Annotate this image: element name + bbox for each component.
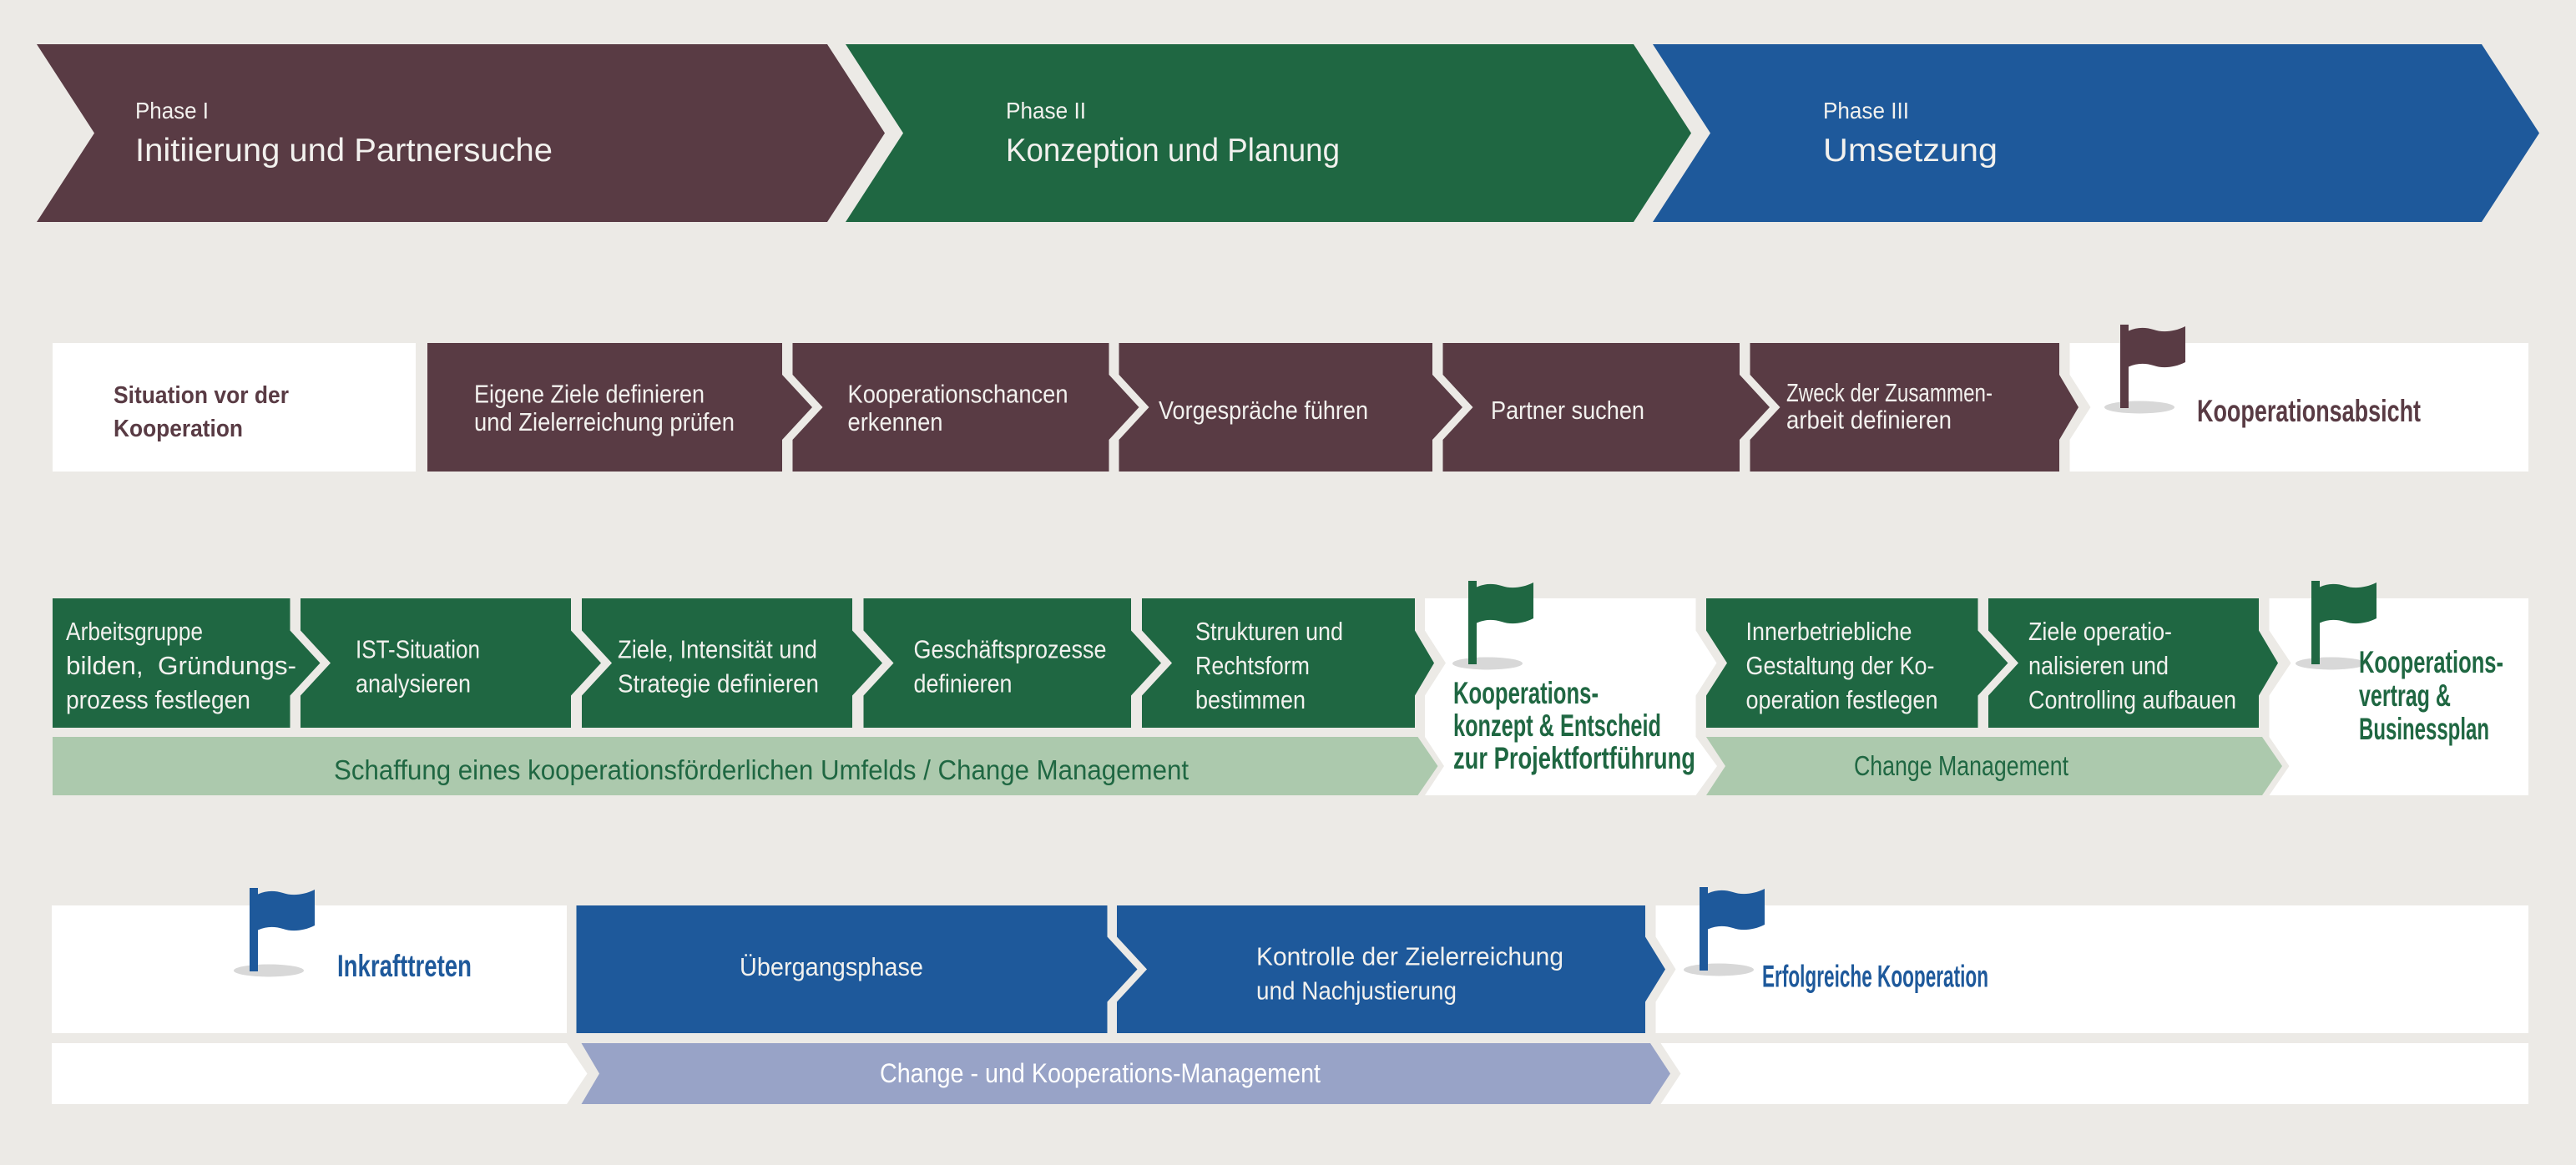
- svg-text:zur Projektfortführung: zur Projektfortführung: [1453, 741, 1695, 775]
- svg-text:Kooperations-: Kooperations-: [1453, 676, 1599, 710]
- svg-text:Kooperation: Kooperation: [114, 416, 243, 442]
- svg-text:Eigene Ziele definieren: Eigene Ziele definieren: [474, 380, 705, 409]
- svg-text:Ziele operatio-: Ziele operatio-: [2028, 617, 2172, 646]
- svg-text:Change - und Kooperations-Mana: Change - und Kooperations-Management: [880, 1058, 1321, 1088]
- svg-text:Kooperationsabsicht: Kooperationsabsicht: [2197, 394, 2421, 428]
- svg-text:Rechtsform: Rechtsform: [1195, 651, 1310, 680]
- svg-text:arbeit definieren: arbeit definieren: [1786, 406, 1952, 435]
- svg-text:Kooperationschancen: Kooperationschancen: [848, 380, 1068, 409]
- svg-text:Businessplan: Businessplan: [2359, 712, 2489, 746]
- svg-text:definieren: definieren: [914, 669, 1013, 698]
- svg-text:nalisieren und: nalisieren und: [2028, 651, 2169, 680]
- svg-text:Umsetzung: Umsetzung: [1823, 133, 1998, 169]
- svg-text:bestimmen: bestimmen: [1195, 685, 1306, 714]
- svg-text:Phase I: Phase I: [135, 98, 209, 124]
- svg-text:Controlling aufbauen: Controlling aufbauen: [2028, 685, 2236, 714]
- svg-text:Gestaltung der Ko-: Gestaltung der Ko-: [1746, 651, 1935, 680]
- svg-text:Phase II: Phase II: [1006, 98, 1086, 124]
- svg-text:Inkrafttreten: Inkrafttreten: [337, 949, 472, 983]
- svg-text:und Nachjustierung: und Nachjustierung: [1256, 976, 1457, 1006]
- svg-text:Innerbetriebliche: Innerbetriebliche: [1746, 617, 1912, 646]
- svg-text:Kooperations-: Kooperations-: [2359, 645, 2503, 679]
- svg-text:analysieren: analysieren: [356, 669, 471, 698]
- svg-text:Geschäftsprozesse: Geschäftsprozesse: [914, 635, 1107, 664]
- svg-text:Konzeption und Planung: Konzeption und Planung: [1006, 133, 1340, 169]
- svg-text:operation festlegen: operation festlegen: [1746, 685, 1938, 714]
- svg-text:Partner suchen: Partner suchen: [1491, 396, 1644, 425]
- svg-text:konzept & Entscheid: konzept & Entscheid: [1453, 709, 1661, 743]
- svg-text:Zweck der Zusammen-: Zweck der Zusammen-: [1786, 378, 1993, 407]
- svg-text:IST-Situation: IST-Situation: [356, 635, 480, 664]
- svg-text:Kontrolle der Zielerreichung: Kontrolle der Zielerreichung: [1256, 942, 1563, 971]
- svg-text:vertrag &: vertrag &: [2359, 678, 2451, 713]
- svg-text:Situation vor der: Situation vor der: [114, 382, 289, 409]
- svg-text:und Zielerreichung prüfen: und Zielerreichung prüfen: [474, 407, 735, 436]
- svg-text:bilden, Gründungs-: bilden, Gründungs-: [66, 651, 296, 680]
- svg-text:Phase III: Phase III: [1823, 98, 1909, 124]
- svg-text:Strukturen und: Strukturen und: [1195, 617, 1343, 646]
- svg-text:Strategie definieren: Strategie definieren: [618, 669, 819, 698]
- svg-text:Ziele, Intensität und: Ziele, Intensität und: [618, 635, 817, 664]
- svg-text:Change Management: Change Management: [1854, 750, 2068, 781]
- svg-text:Übergangsphase: Übergangsphase: [740, 952, 923, 981]
- svg-text:erkennen: erkennen: [848, 407, 943, 436]
- svg-text:Vorgespräche führen: Vorgespräche führen: [1159, 396, 1368, 425]
- svg-text:Initiierung und Partnersuche: Initiierung und Partnersuche: [135, 133, 553, 169]
- svg-text:Schaffung eines kooperationsfö: Schaffung eines kooperationsförderlichen…: [334, 754, 1189, 785]
- svg-text:Arbeitsgruppe: Arbeitsgruppe: [66, 617, 203, 646]
- svg-text:Erfolgreiche Kooperation: Erfolgreiche Kooperation: [1762, 960, 1988, 994]
- svg-text:prozess festlegen: prozess festlegen: [66, 685, 250, 714]
